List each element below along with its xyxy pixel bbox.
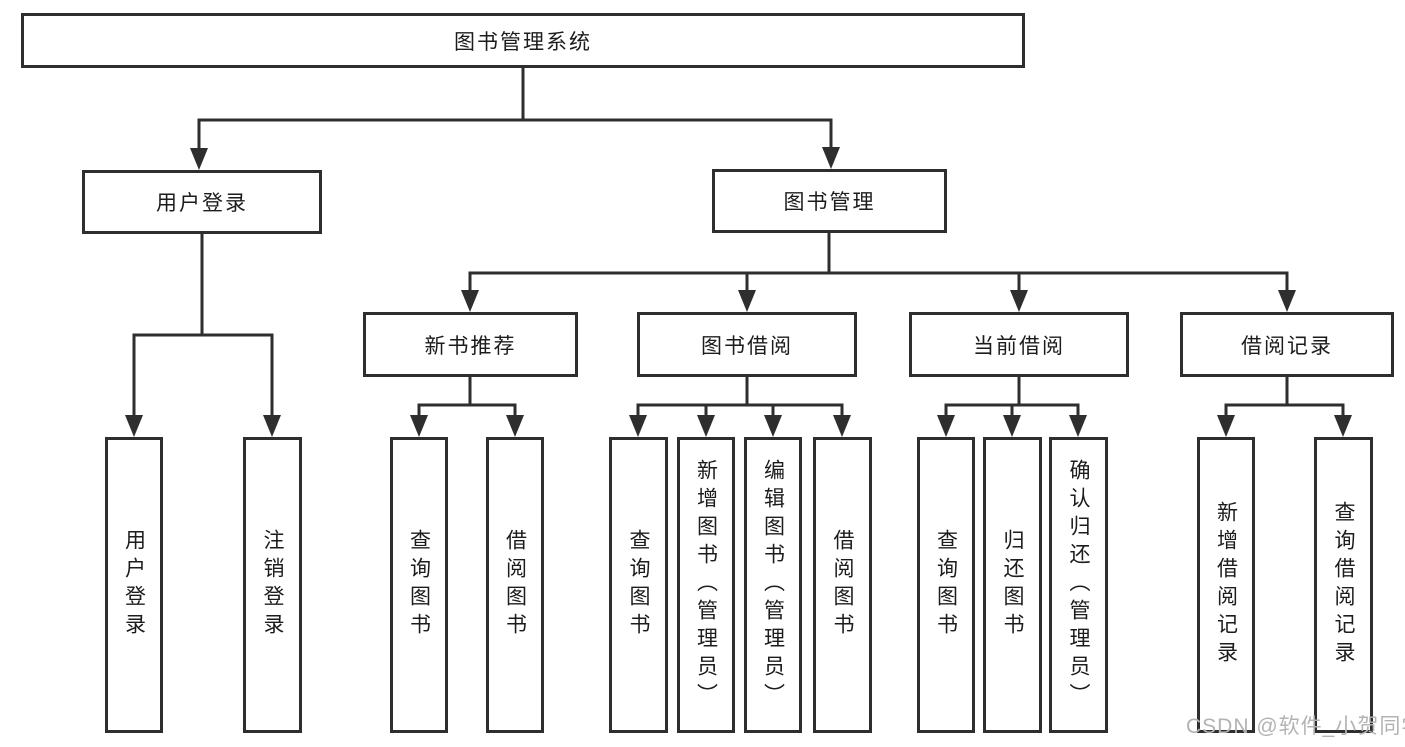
arrowhead — [629, 415, 647, 437]
arrowhead — [822, 147, 840, 169]
arrowhead — [1334, 415, 1352, 437]
node-return-books: 归还图书 — [983, 437, 1042, 733]
csdn-watermark: CSDN @软件_小贺同学 — [1186, 715, 1405, 738]
node-current-borrowing: 当前借阅 — [909, 312, 1129, 377]
connector-root-to-level2 — [197, 66, 833, 152]
arrowhead — [1010, 290, 1028, 312]
node-logout: 注销登录 — [243, 437, 302, 733]
node-borrowing-records: 借阅记录 — [1180, 312, 1394, 377]
node-search-books-current: 查询图书 — [917, 437, 975, 733]
node-new-book-recommendation: 新书推荐 — [363, 312, 578, 377]
connector-borrow-record-children — [1224, 375, 1345, 420]
arrowhead — [263, 415, 281, 437]
arrowhead — [1003, 415, 1021, 437]
connector-book-management-children — [468, 231, 1289, 294]
node-search-borrow-record: 查询借阅记录 — [1314, 437, 1373, 733]
arrowhead — [1217, 415, 1235, 437]
connector-current-borrow-children — [944, 375, 1080, 420]
node-book-borrowing: 图书借阅 — [637, 312, 857, 377]
node-library-system: 图书管理系统 — [21, 13, 1025, 68]
arrowhead — [1069, 415, 1087, 437]
node-book-management: 图书管理 — [712, 169, 947, 233]
arrowhead — [190, 148, 208, 170]
arrowhead — [937, 415, 955, 437]
arrowhead — [764, 415, 782, 437]
node-search-books-recommend: 查询图书 — [390, 437, 448, 733]
node-login: 用户登录 — [105, 437, 163, 733]
node-borrow-books: 借阅图书 — [813, 437, 872, 733]
node-user-login: 用户登录 — [82, 170, 322, 234]
connector-user-login-children — [132, 232, 274, 419]
arrowhead — [461, 290, 479, 312]
node-edit-books-admin: 编辑图书（管理员） — [744, 437, 802, 733]
node-confirm-return-admin: 确认归还（管理员） — [1049, 437, 1108, 733]
node-borrow-books-recommend: 借阅图书 — [486, 437, 544, 733]
node-add-books-admin: 新增图书（管理员） — [677, 437, 735, 733]
arrowhead — [125, 415, 143, 437]
node-add-borrow-record: 新增借阅记录 — [1197, 437, 1255, 733]
connector-new-book-children — [417, 375, 517, 420]
node-search-books-borrow: 查询图书 — [609, 437, 668, 733]
arrowhead — [506, 415, 524, 437]
arrowhead — [697, 415, 715, 437]
arrowhead — [410, 415, 428, 437]
arrowhead — [1278, 290, 1296, 312]
arrowhead — [833, 415, 851, 437]
connector-book-borrow-children — [636, 375, 844, 420]
arrowhead — [738, 290, 756, 312]
